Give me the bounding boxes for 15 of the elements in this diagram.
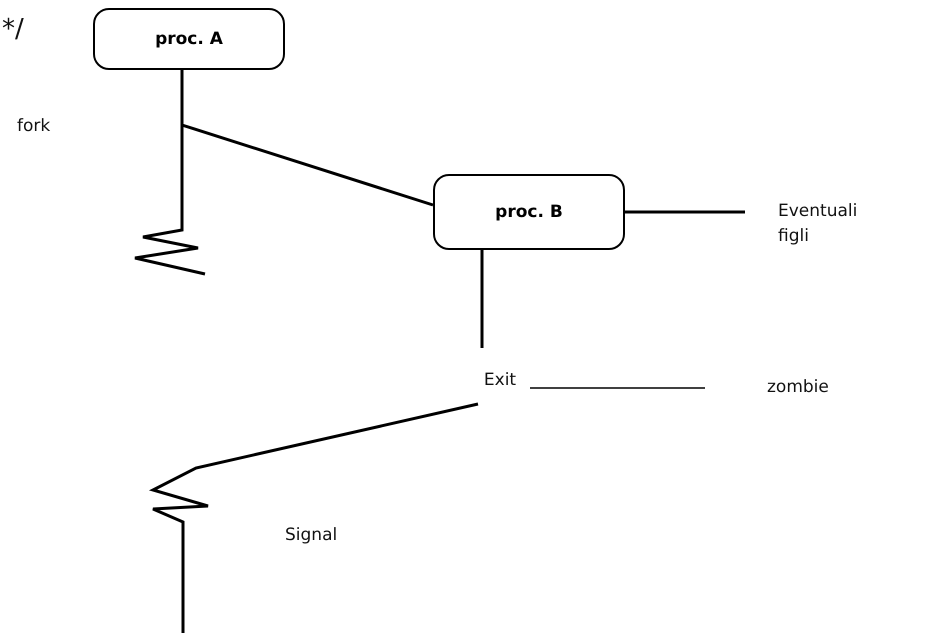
comment-fragment: */: [2, 14, 24, 44]
process-name: proc. B: [495, 202, 563, 222]
connector-line: [148, 402, 478, 633]
node-text: Exit: [484, 369, 516, 392]
process-name: proc. A: [155, 29, 223, 49]
annotation-text: Signal: [285, 525, 338, 545]
process-box: [433, 174, 625, 250]
connector-line: [134, 70, 206, 276]
node-text: zombie: [767, 376, 829, 400]
annotation-text: fork: [17, 116, 50, 136]
node-text: Eventuali figli: [778, 200, 858, 248]
connector-line: [625, 210, 745, 214]
connector-line: [530, 387, 705, 389]
process-box: [93, 8, 285, 70]
connector-line: [480, 250, 484, 348]
